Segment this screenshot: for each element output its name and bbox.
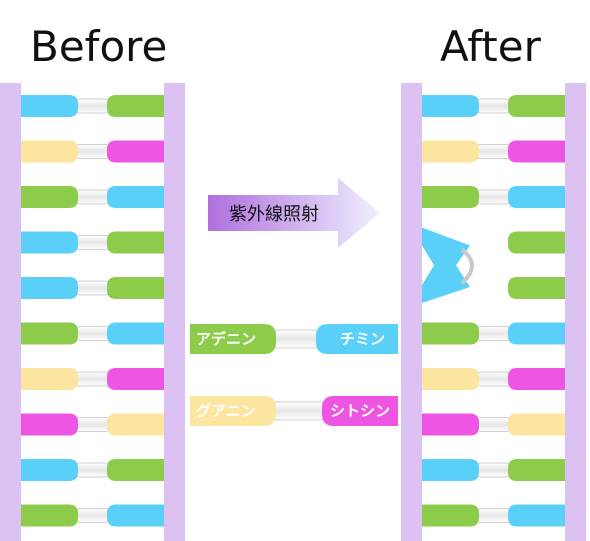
after-hydrogen-bond bbox=[474, 98, 513, 114]
before-base-thymine bbox=[21, 459, 78, 481]
before-base-adenine bbox=[21, 504, 78, 527]
after-base-guanine bbox=[508, 413, 565, 436]
after-hydrogen-bond bbox=[474, 462, 513, 478]
before-hydrogen-bond bbox=[73, 326, 112, 341]
before-hydrogen-bond bbox=[73, 508, 112, 523]
after-base-adenine bbox=[508, 277, 565, 299]
legend-guanine-label: グアニン bbox=[196, 402, 256, 420]
after-base-thymine bbox=[508, 504, 565, 527]
before-base-guanine bbox=[21, 140, 78, 163]
before-base-thymine bbox=[107, 504, 164, 527]
after-hydrogen-bond bbox=[474, 144, 513, 159]
after-left-backbone bbox=[401, 83, 422, 541]
after-base-thymine bbox=[422, 95, 479, 117]
before-hydrogen-bond bbox=[73, 144, 112, 159]
legend-gc-guanine-pill bbox=[190, 396, 276, 426]
after-base-adenine bbox=[422, 322, 479, 345]
after-base-adenine bbox=[422, 504, 479, 527]
uv-irradiation-label: 紫外線照射 bbox=[229, 204, 319, 225]
before-hydrogen-bond bbox=[73, 280, 112, 296]
uv-arrow bbox=[208, 178, 380, 248]
before-base-guanine bbox=[107, 413, 164, 436]
legend-at-adenine-pill bbox=[190, 324, 276, 354]
after-hydrogen-bond bbox=[474, 371, 513, 387]
legend-thymine-label: チミン bbox=[340, 330, 386, 348]
before-hydrogen-bond bbox=[73, 98, 112, 114]
after-right-backbone bbox=[565, 83, 586, 541]
before-base-cytosine bbox=[107, 368, 164, 390]
after-base-cytosine bbox=[508, 368, 565, 390]
after-base-cytosine bbox=[508, 140, 565, 163]
after-hydrogen-bond bbox=[474, 508, 513, 523]
before-base-cytosine bbox=[21, 413, 78, 436]
after-hydrogen-bond bbox=[474, 189, 513, 205]
before-base-cytosine bbox=[107, 140, 164, 163]
after-base-thymine bbox=[508, 186, 565, 208]
before-base-thymine bbox=[21, 277, 78, 299]
legend-at-thymine-pill bbox=[316, 324, 398, 354]
legend-at-hydrogen-bond bbox=[269, 329, 323, 349]
legend-gc-cytosine-pill bbox=[322, 396, 398, 426]
after-base-adenine bbox=[508, 231, 565, 254]
before-base-thymine bbox=[107, 186, 164, 208]
before-hydrogen-bond bbox=[73, 417, 112, 432]
after-base-cytosine bbox=[422, 413, 479, 436]
after-base-adenine bbox=[508, 459, 565, 481]
after-heading: After bbox=[440, 22, 541, 71]
after-thymine-dimer bbox=[422, 227, 470, 303]
after-hydrogen-bond bbox=[474, 417, 513, 432]
before-base-guanine bbox=[21, 368, 78, 390]
legend-adenine-label: アデニン bbox=[196, 330, 257, 348]
after-base-thymine bbox=[508, 322, 565, 345]
after-base-adenine bbox=[508, 95, 565, 117]
before-right-backbone bbox=[164, 83, 185, 541]
before-hydrogen-bond bbox=[73, 462, 112, 478]
legend-cytosine-label: シトシン bbox=[330, 402, 391, 420]
legend-gc-hydrogen-bond bbox=[269, 401, 329, 421]
before-hydrogen-bond bbox=[73, 235, 112, 250]
before-base-adenine bbox=[21, 322, 78, 345]
after-base-guanine bbox=[422, 140, 479, 163]
after-hydrogen-bond bbox=[474, 326, 513, 341]
before-left-backbone bbox=[0, 83, 21, 541]
before-base-adenine bbox=[21, 186, 78, 208]
after-base-guanine bbox=[422, 368, 479, 390]
before-base-thymine bbox=[107, 322, 164, 345]
after-base-adenine bbox=[422, 186, 479, 208]
before-base-thymine bbox=[21, 231, 78, 254]
after-base-thymine bbox=[422, 459, 479, 481]
before-hydrogen-bond bbox=[73, 371, 112, 387]
before-base-adenine bbox=[107, 459, 164, 481]
before-base-adenine bbox=[107, 95, 164, 117]
after-dimer-bond bbox=[460, 247, 474, 285]
before-heading: Before bbox=[30, 22, 168, 71]
before-base-thymine bbox=[21, 95, 78, 117]
before-base-adenine bbox=[107, 277, 164, 299]
before-base-adenine bbox=[107, 231, 164, 254]
before-hydrogen-bond bbox=[73, 189, 112, 205]
